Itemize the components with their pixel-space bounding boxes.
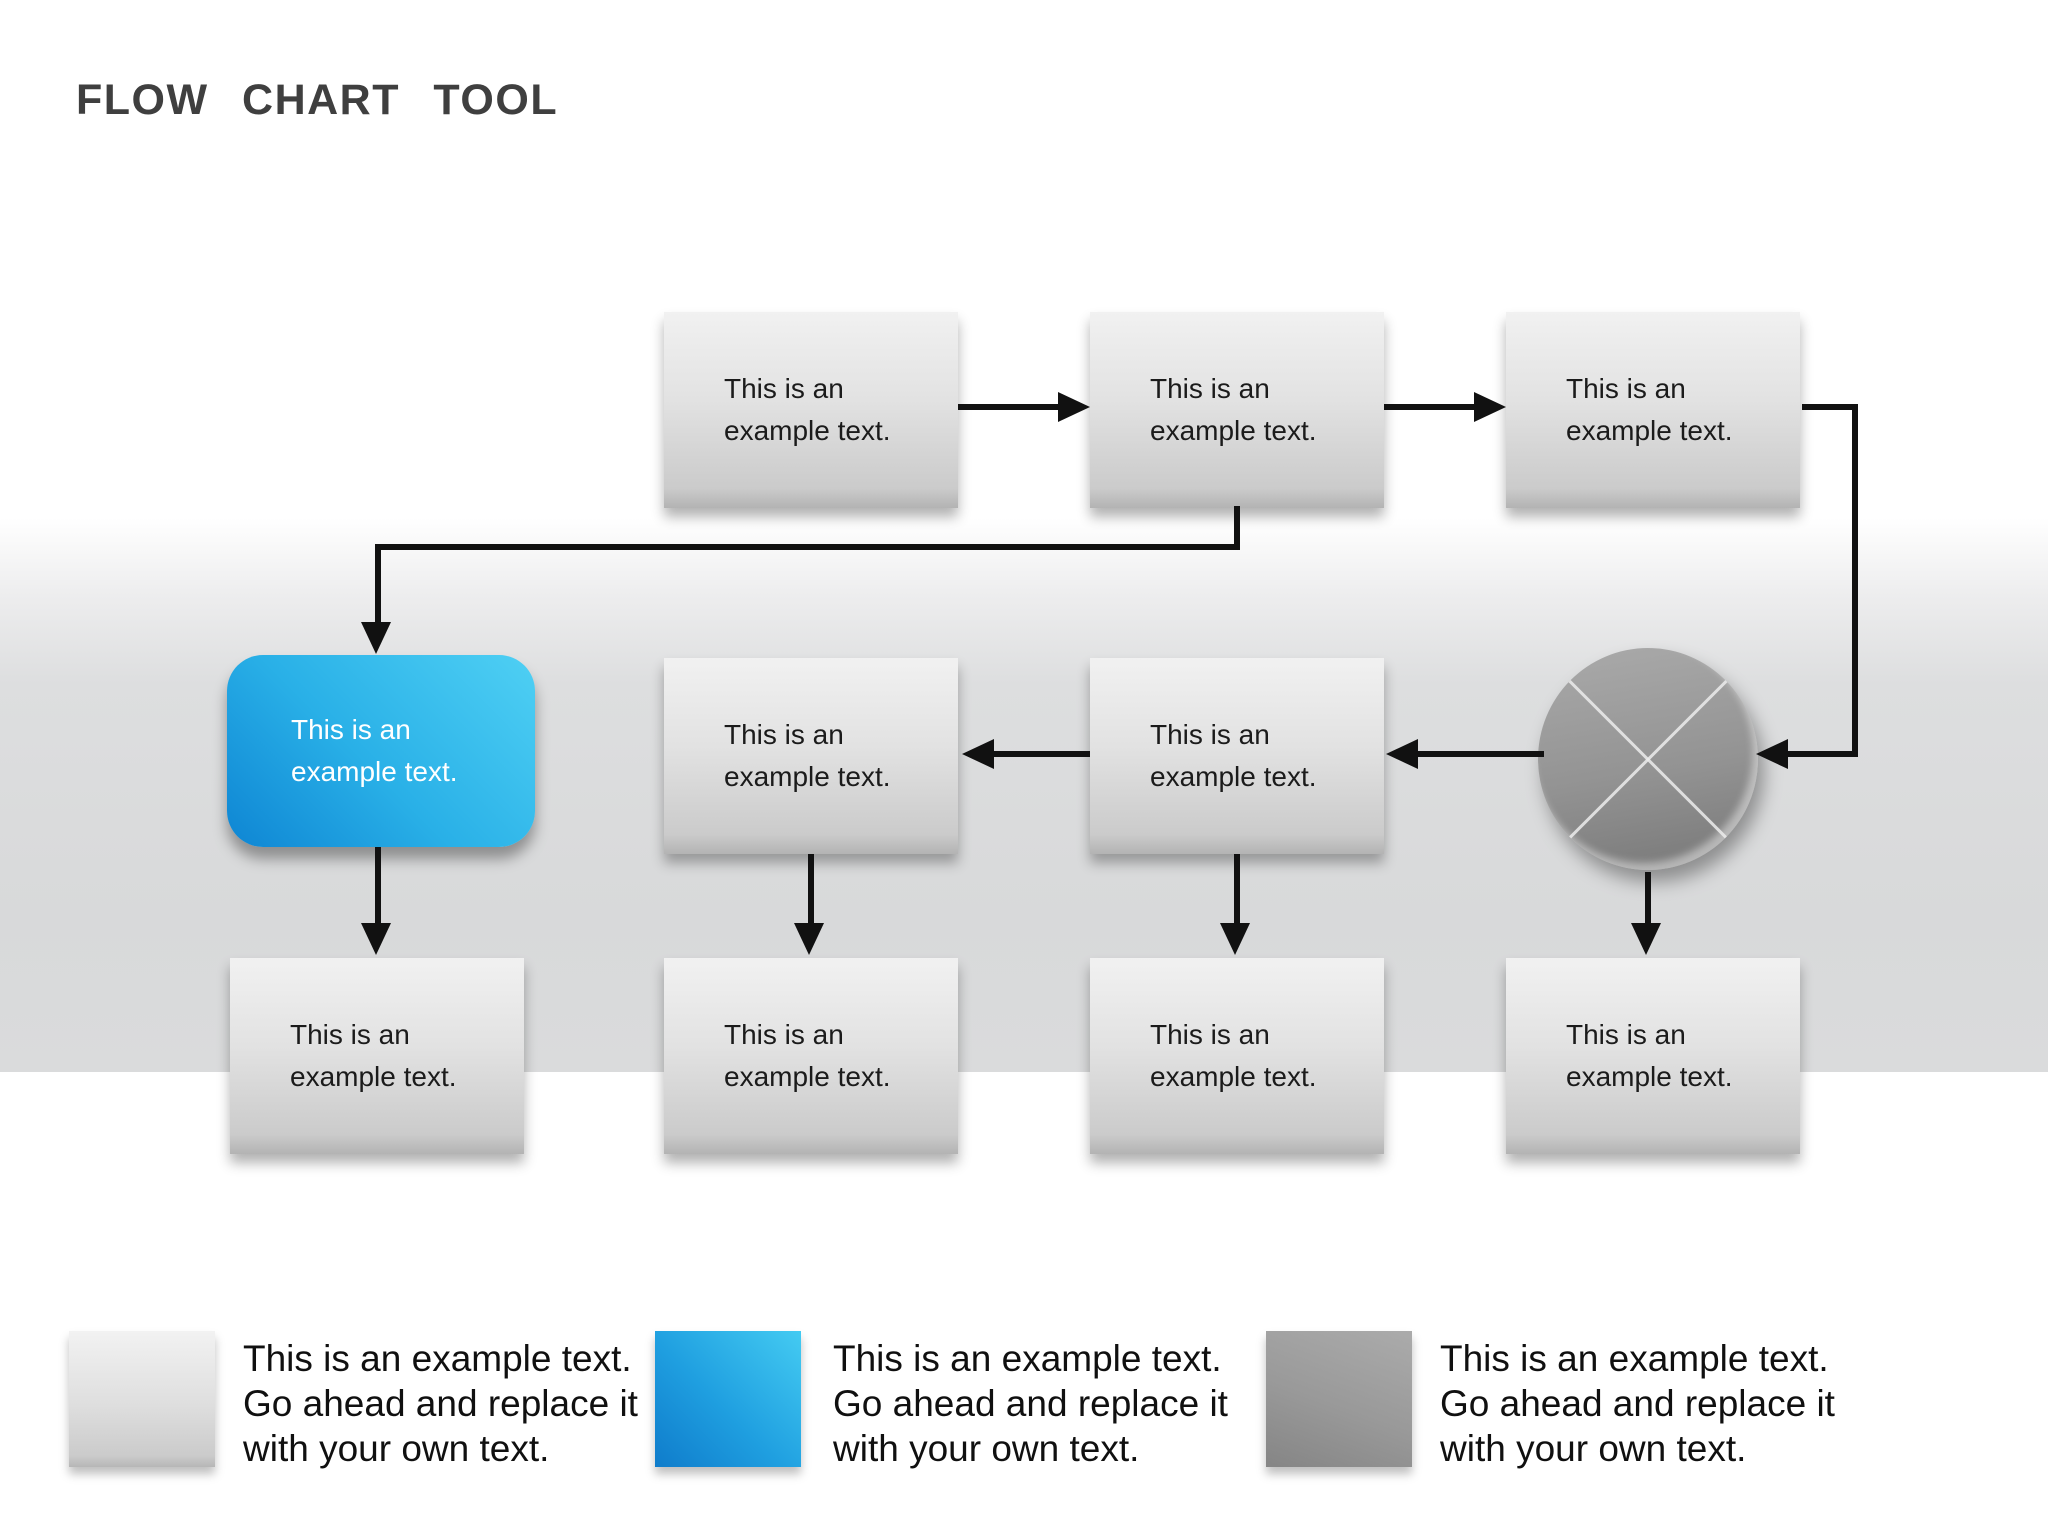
node-label: This is an example text.	[1150, 368, 1317, 452]
node-label-line2: example text.	[1150, 1061, 1317, 1092]
node-label: This is an example text.	[1150, 1014, 1317, 1098]
node-label: This is an example text.	[1566, 368, 1733, 452]
arrowhead-down-icon	[361, 923, 391, 955]
legend-line: Go ahead and replace it	[833, 1383, 1228, 1424]
arrowhead-down-icon	[1631, 923, 1661, 955]
node-label-line2: example text.	[290, 1061, 457, 1092]
flow-node-mid-2[interactable]: This is an example text.	[664, 658, 958, 854]
flow-node-top-3[interactable]: This is an example text.	[1506, 312, 1800, 508]
node-label-line2: example text.	[724, 761, 891, 792]
legend-line: Go ahead and replace it	[1440, 1383, 1835, 1424]
flow-node-top-2[interactable]: This is an example text.	[1090, 312, 1384, 508]
node-label-line1: This is an	[1566, 373, 1686, 404]
legend-text-dark-gray: This is an example text. Go ahead and re…	[1440, 1336, 1835, 1471]
node-label-line1: This is an	[290, 1019, 410, 1050]
node-label-line2: example text.	[1150, 761, 1317, 792]
legend-line: Go ahead and replace it	[243, 1383, 638, 1424]
arrowhead-right-icon	[1058, 392, 1090, 422]
node-label-line2: example text.	[291, 756, 458, 787]
connector-top3-junction-h2	[1788, 751, 1858, 757]
node-label-line1: This is an	[291, 714, 411, 745]
node-label-line2: example text.	[724, 1061, 891, 1092]
arrowhead-down-icon	[361, 622, 391, 654]
node-label-line2: example text.	[1566, 1061, 1733, 1092]
flow-node-junction-circle[interactable]	[1538, 648, 1758, 870]
arrowhead-left-icon	[962, 739, 994, 769]
flow-node-bottom-1[interactable]: This is an example text.	[230, 958, 524, 1154]
connector-top2-top3	[1384, 404, 1476, 410]
arrowhead-left-icon	[1756, 739, 1788, 769]
node-label-line2: example text.	[724, 415, 891, 446]
legend-text-blue: This is an example text. Go ahead and re…	[833, 1336, 1228, 1471]
node-label-line1: This is an	[724, 373, 844, 404]
page-title: FLOW CHART TOOL	[76, 76, 559, 124]
node-label: This is an example text.	[1150, 714, 1317, 798]
node-label: This is an example text.	[291, 709, 458, 793]
connector-top3-junction-h1	[1802, 404, 1858, 410]
legend-text-gray: This is an example text. Go ahead and re…	[243, 1336, 638, 1471]
flow-node-mid-3[interactable]: This is an example text.	[1090, 658, 1384, 854]
connector-mid3-bottom3	[1234, 854, 1240, 925]
node-label-line2: example text.	[1566, 415, 1733, 446]
legend-swatch-blue	[655, 1331, 801, 1467]
node-label-line1: This is an	[1150, 1019, 1270, 1050]
connector-junction-mid3	[1404, 751, 1544, 757]
node-label: This is an example text.	[290, 1014, 457, 1098]
legend-line: This is an example text.	[1440, 1338, 1829, 1379]
flow-node-highlight[interactable]: This is an example text.	[227, 655, 535, 847]
connector-top2-highlight-v2	[375, 544, 381, 624]
arrowhead-down-icon	[794, 923, 824, 955]
connector-highlight-bottom1	[375, 847, 381, 925]
connector-mid3-mid2	[980, 751, 1090, 757]
arrowhead-left-icon	[1386, 739, 1418, 769]
flow-node-top-1[interactable]: This is an example text.	[664, 312, 958, 508]
node-label-line2: example text.	[1150, 415, 1317, 446]
legend-line: This is an example text.	[243, 1338, 632, 1379]
node-label: This is an example text.	[1566, 1014, 1733, 1098]
node-label-line1: This is an	[724, 1019, 844, 1050]
connector-top2-highlight-v1	[1234, 506, 1240, 550]
node-label: This is an example text.	[724, 714, 891, 798]
connector-top3-junction-v	[1852, 404, 1858, 757]
connector-junction-bottom4	[1645, 872, 1651, 925]
legend-line: This is an example text.	[833, 1338, 1222, 1379]
connector-top2-highlight-h	[375, 544, 1240, 550]
flow-node-bottom-4[interactable]: This is an example text.	[1506, 958, 1800, 1154]
node-label-line1: This is an	[1566, 1019, 1686, 1050]
legend-line: with your own text.	[1440, 1428, 1747, 1469]
node-label-line1: This is an	[1150, 719, 1270, 750]
flow-node-bottom-2[interactable]: This is an example text.	[664, 958, 958, 1154]
node-label: This is an example text.	[724, 368, 891, 452]
legend-line: with your own text.	[833, 1428, 1140, 1469]
connector-top1-top2	[958, 404, 1062, 410]
arrowhead-right-icon	[1474, 392, 1506, 422]
connector-mid2-bottom2	[808, 854, 814, 925]
legend-swatch-gray	[69, 1331, 215, 1467]
node-label-line1: This is an	[1150, 373, 1270, 404]
arrowhead-down-icon	[1220, 923, 1250, 955]
legend-swatch-dark-gray	[1266, 1331, 1412, 1467]
node-label-line1: This is an	[724, 719, 844, 750]
node-label: This is an example text.	[724, 1014, 891, 1098]
flow-node-bottom-3[interactable]: This is an example text.	[1090, 958, 1384, 1154]
legend-line: with your own text.	[243, 1428, 550, 1469]
